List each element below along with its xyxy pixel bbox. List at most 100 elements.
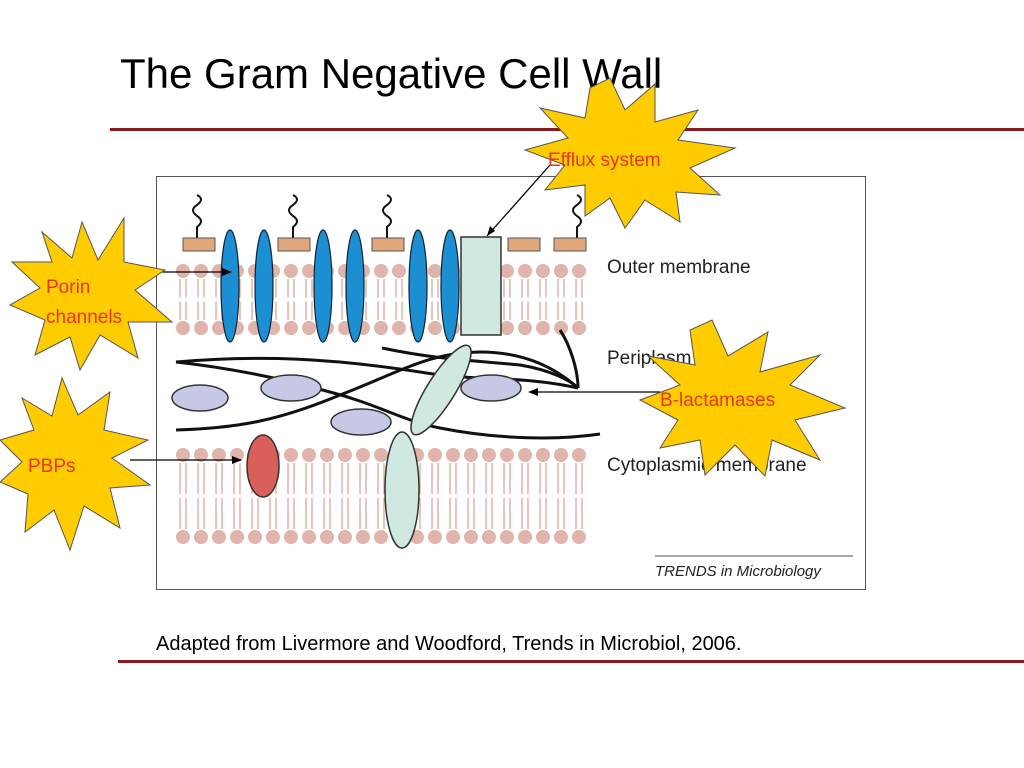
slide-title: The Gram Negative Cell Wall [120,50,663,97]
lipid-head [518,448,532,462]
lipid-head [284,530,298,544]
lps-core-block [371,237,405,252]
lipid-head [554,530,568,544]
lipid-tail [521,301,529,320]
porin-callout-label-line1: Porin [46,277,90,298]
lipid-head [212,321,226,335]
lipid-tail [575,498,583,529]
penicillin-binding-protein [246,434,280,498]
lipid-tail [179,498,187,529]
efflux-callout-starburst [523,77,737,229]
lipid-tail [485,463,493,494]
lipid-tail [179,301,187,320]
lipid-tail [323,498,331,529]
lipid-head [374,264,388,278]
lipid-tail [359,498,367,529]
lps-oantigen-chain [288,194,298,238]
lipid-tail [575,301,583,320]
lipid-tail [377,301,385,320]
lipid-head [374,448,388,462]
lipid-head [536,448,550,462]
lipid-head [284,448,298,462]
porin-channel [313,229,333,343]
lipid-tail [503,279,511,298]
lipid-head [464,448,478,462]
lipid-head [338,530,352,544]
efflux-pump-inner [384,431,420,549]
lipid-head [572,530,586,544]
lipid-head [248,530,262,544]
blactamases-callout-label: B-lactamases [660,390,775,411]
porin-callout-label-line2: channels [46,307,122,328]
lipid-head [302,264,316,278]
lipid-tail [323,463,331,494]
lipid-tail [197,463,205,494]
lipid-tail [377,463,385,494]
lipid-head [518,321,532,335]
lipid-tail [215,498,223,529]
lps-core-block [182,237,216,252]
efflux-adaptor-protein [410,344,472,436]
lipid-tail [503,498,511,529]
lipid-tail [269,498,277,529]
lipid-tail [233,498,241,529]
lipid-head [212,448,226,462]
lipid-head [356,530,370,544]
lipid-head [392,264,406,278]
lipid-tail [287,279,295,298]
periplasmic-enzyme [171,384,229,412]
lipid-tail [503,301,511,320]
lipid-head [500,448,514,462]
outer-membrane-label: Outer membrane [607,257,751,278]
lipid-head [500,321,514,335]
lipid-head [536,530,550,544]
lipid-head [356,448,370,462]
lipid-tail [305,463,313,494]
lipid-tail [557,498,565,529]
periplasmic-enzyme [330,408,392,436]
lipid-tail [287,498,295,529]
lipid-tail [305,301,313,320]
lipid-head [194,448,208,462]
lipid-tail [197,301,205,320]
lipid-tail [485,498,493,529]
lipid-tail [557,463,565,494]
periplasmic-enzyme [260,374,322,402]
lipid-head [302,448,316,462]
lipid-head [176,264,190,278]
lipid-tail [179,463,187,494]
lipid-tail [233,463,241,494]
porin-channel [254,229,274,343]
lipid-tail [305,498,313,529]
lipid-tail [287,463,295,494]
lipid-tail [557,279,565,298]
lipid-head [482,530,496,544]
lipid-tail [395,301,403,320]
lipid-tail [251,498,259,529]
lipid-head [554,448,568,462]
lipid-tail [467,463,475,494]
lps-oantigen-chain [192,194,202,238]
footer-divider [118,660,1024,663]
porin-callout-starburst [8,216,174,372]
porin-channel [408,229,428,343]
lipopolysaccharide-layer [182,194,587,252]
peptidoglycan-strands [175,329,601,440]
lipid-head [572,264,586,278]
lipid-tail [521,279,529,298]
lipid-tail [179,279,187,298]
lipid-head [554,321,568,335]
lipid-tail [503,463,511,494]
lipid-tail [467,498,475,529]
lipid-head [212,530,226,544]
lipid-head [230,530,244,544]
lipid-tail [575,463,583,494]
lipid-tail [341,463,349,494]
lipid-head [338,448,352,462]
lipid-tail [431,463,439,494]
lipid-tail [539,301,547,320]
lipid-head [536,321,550,335]
lipid-tail [305,279,313,298]
arrowheads [222,226,538,464]
